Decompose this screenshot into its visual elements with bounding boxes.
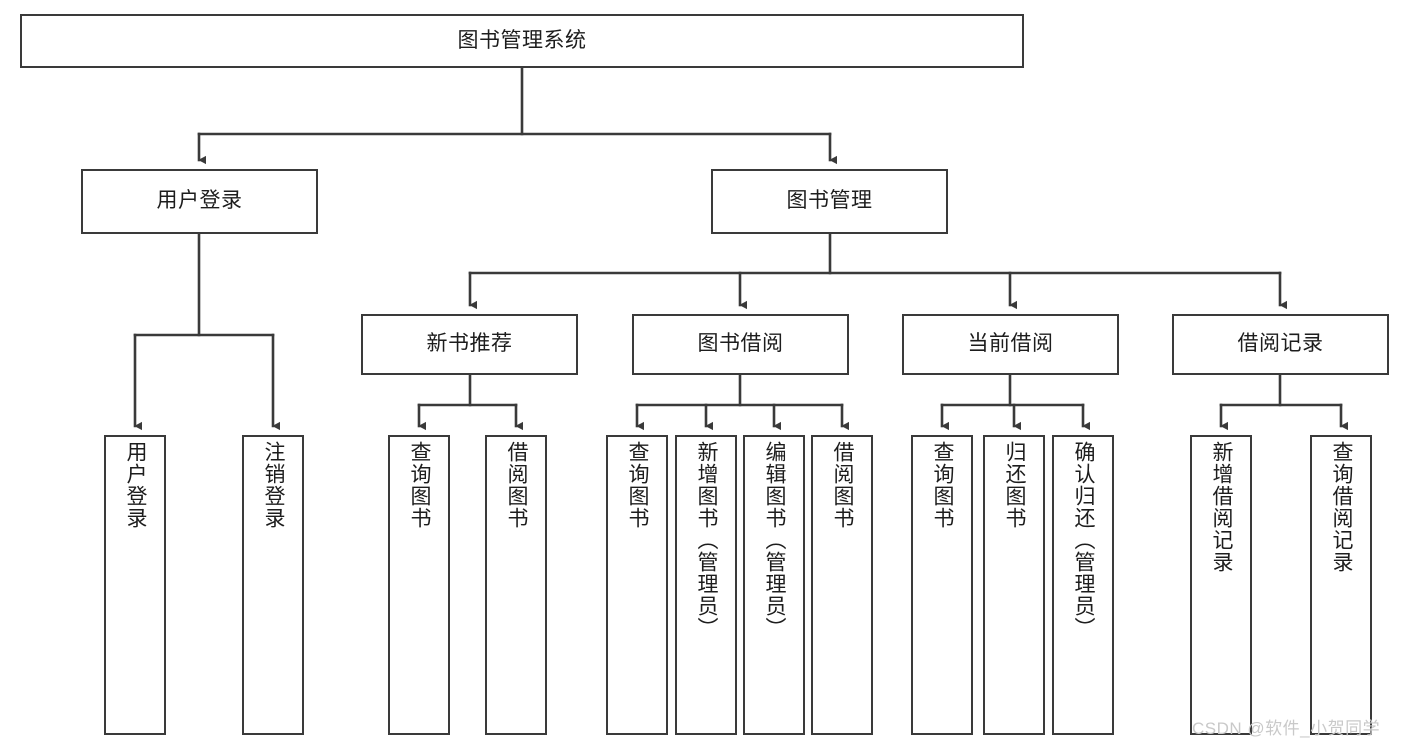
node-label: 图书管理 (786, 189, 873, 213)
node-current-borrow[interactable]: 当前借阅 (902, 314, 1119, 375)
node-label: 确认归还（管理员） (1072, 441, 1096, 639)
node-label: 借阅记录 (1237, 332, 1324, 356)
node-label: 查询图书 (408, 441, 432, 529)
leaf-query-book-current[interactable]: 查询图书 (911, 435, 973, 735)
node-new-book-recommend[interactable]: 新书推荐 (361, 314, 578, 375)
node-book-management[interactable]: 图书管理 (711, 169, 948, 234)
node-label: 新增借阅记录 (1210, 441, 1234, 573)
node-label: 查询图书 (626, 441, 650, 529)
node-label: 当前借阅 (967, 332, 1054, 356)
leaf-edit-book-admin[interactable]: 编辑图书（管理员） (743, 435, 805, 735)
leaf-confirm-return-admin[interactable]: 确认归还（管理员） (1052, 435, 1114, 735)
leaf-return-book[interactable]: 归还图书 (983, 435, 1045, 735)
leaf-lend-book[interactable]: 借阅图书 (811, 435, 873, 735)
leaf-user-logout[interactable]: 注销登录 (242, 435, 304, 735)
node-label: 查询借阅记录 (1330, 441, 1354, 573)
leaf-query-book-newbook[interactable]: 查询图书 (388, 435, 450, 735)
node-label: 新书推荐 (426, 332, 513, 356)
node-label: 新增图书（管理员） (695, 441, 719, 639)
node-label: 查询图书 (931, 441, 955, 529)
node-label: 用户登录 (124, 441, 148, 529)
csdn-watermark: CSDN @软件_小贺同学 (1192, 719, 1381, 738)
node-label: 图书借阅 (697, 332, 784, 356)
node-user-login[interactable]: 用户登录 (81, 169, 318, 234)
node-root-system[interactable]: 图书管理系统 (20, 14, 1024, 68)
node-label: 借阅图书 (831, 441, 855, 529)
leaf-borrow-book-newbook[interactable]: 借阅图书 (485, 435, 547, 735)
leaf-add-borrow-record[interactable]: 新增借阅记录 (1190, 435, 1252, 735)
node-label: 注销登录 (262, 441, 286, 529)
leaf-query-book-borrow[interactable]: 查询图书 (606, 435, 668, 735)
node-label: 用户登录 (156, 189, 243, 213)
node-label: 借阅图书 (505, 441, 529, 529)
node-borrow-record[interactable]: 借阅记录 (1172, 314, 1389, 375)
node-book-borrow[interactable]: 图书借阅 (632, 314, 849, 375)
node-label: 编辑图书（管理员） (763, 441, 787, 639)
node-label: 图书管理系统 (457, 28, 587, 52)
leaf-add-book-admin[interactable]: 新增图书（管理员） (675, 435, 737, 735)
node-label: 归还图书 (1003, 441, 1027, 529)
leaf-user-login[interactable]: 用户登录 (104, 435, 166, 735)
leaf-query-borrow-record[interactable]: 查询借阅记录 (1310, 435, 1372, 735)
